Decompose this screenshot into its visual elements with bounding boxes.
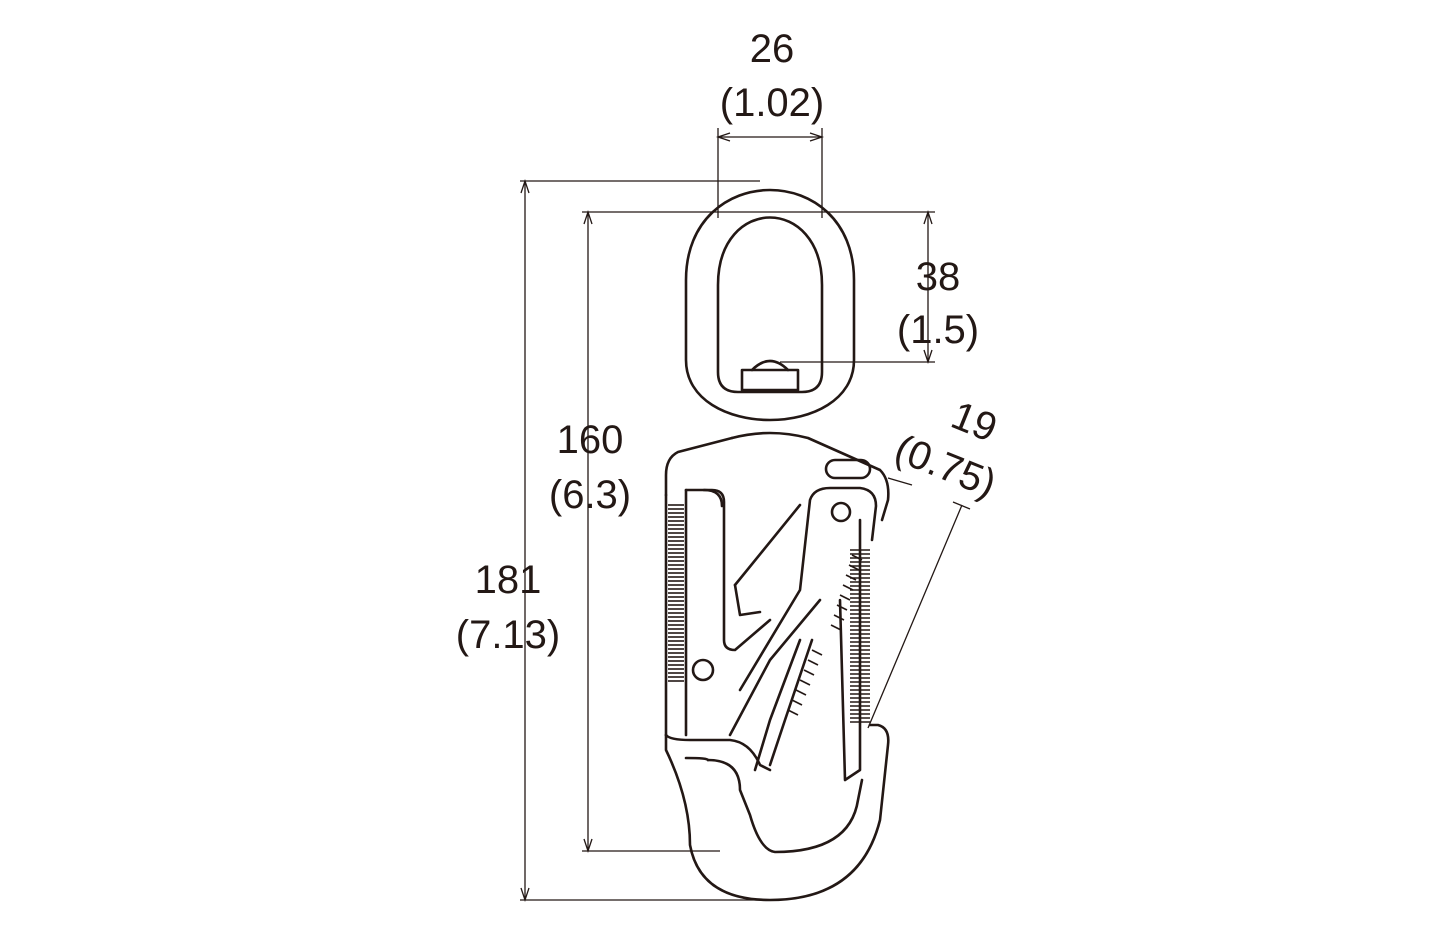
swivel-eye	[684, 188, 856, 422]
dim-inner-length-inches: (6.3)	[549, 473, 631, 517]
right-grip-ribs	[850, 549, 870, 723]
dim-top-width: 26 (1.02)	[720, 27, 825, 125]
dim-top-width-value: 26	[750, 27, 795, 71]
dim-eye-height-inches: (1.5)	[897, 308, 979, 352]
dim-total-length-inches: (7.13)	[456, 613, 561, 657]
dim-inner-length: 160 (6.3)	[549, 418, 631, 517]
dimension-lines	[520, 128, 971, 903]
left-grip-ribs	[668, 504, 684, 682]
dim-eye-height-value: 38	[916, 255, 961, 299]
dim-total-length: 181 (7.13)	[456, 558, 561, 657]
hook-body	[664, 431, 890, 902]
dim-inner-length-value: 160	[557, 418, 624, 462]
dim-gate-opening-value: 19	[945, 393, 1003, 450]
dim-eye-height: 38 (1.5)	[897, 255, 979, 352]
dim-total-length-value: 181	[475, 558, 542, 602]
lever-ribs	[787, 554, 863, 716]
dim-top-width-inches: (1.02)	[720, 81, 825, 125]
dim-gate-opening: 19 (0.75)	[889, 393, 1003, 506]
